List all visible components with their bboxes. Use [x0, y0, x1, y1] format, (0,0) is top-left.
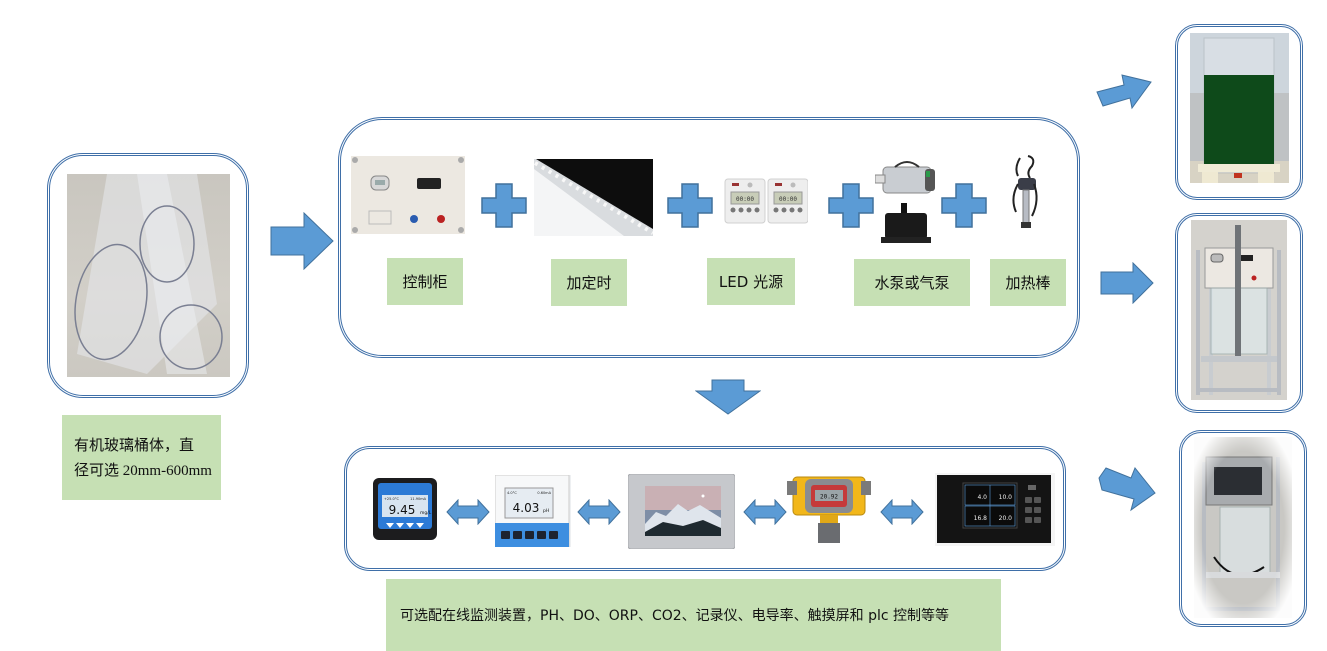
do-sub-left: +25.0°C — [384, 497, 399, 501]
ph-sub-left: 4.0°C — [507, 491, 517, 495]
do-unit: mg/L — [420, 510, 432, 516]
acrylic-tubes-photo — [67, 174, 230, 377]
double-arrow-icon — [577, 499, 621, 525]
reactor-frame-photo — [1191, 220, 1287, 400]
double-arrow-icon — [880, 499, 924, 525]
control-cabinet-photo — [351, 156, 465, 234]
arrow-right-icon — [1100, 262, 1154, 304]
plus-icon — [828, 183, 874, 228]
label-control-cabinet: 控制柜 — [387, 258, 463, 305]
arrow-down-right-icon — [1098, 467, 1156, 512]
label-led-light: LED 光源 — [707, 258, 795, 305]
green-algae-tube-photo — [1190, 33, 1289, 183]
components-frame — [338, 117, 1080, 358]
monitoring-caption: 可选配在线监测装置，PH、DO、ORP、CO2、记录仪、电导率、触摸屏和 plc… — [386, 579, 1001, 651]
double-arrow-icon — [446, 499, 490, 525]
svg-text:00:00: 00:00 — [779, 196, 797, 203]
recorder-value-1: 4.0 — [977, 494, 987, 501]
ph-reading: 4.03 — [513, 501, 540, 515]
do-meter-photo: +25.0°C 11.90mA 9.45 mg/L — [372, 477, 438, 543]
reactor-touchscreen-photo — [1194, 437, 1292, 618]
recorder-value-4: 20.0 — [999, 515, 1013, 522]
label-pump: 水泵或气泵 — [854, 259, 970, 306]
ph-sub-right: 0.60mA — [537, 491, 551, 495]
recorder-value-2: 10.0 — [999, 494, 1013, 501]
gas-reading: 20.92 — [820, 494, 838, 501]
plus-icon — [941, 183, 987, 228]
tube-caption: 有机玻璃桶体，直 径可选 20mm-600mm — [62, 415, 221, 500]
label-timer: 加定时 — [551, 259, 627, 306]
recorder-value-3: 16.8 — [974, 515, 988, 522]
heater-rod-photo — [1006, 154, 1046, 232]
plus-icon — [481, 183, 527, 228]
plus-icon — [667, 183, 713, 228]
arrow-right-icon — [270, 212, 334, 270]
timer-switch-photo: 00:00 00:00 — [724, 178, 808, 224]
ph-unit: pH — [543, 508, 549, 514]
tube-caption-line1: 有机玻璃桶体，直 — [74, 435, 195, 454]
ph-meter-photo: 4.0°C 0.60mA 4.03 pH — [495, 475, 571, 547]
led-strip-photo — [534, 159, 653, 236]
tube-caption-line2: 径可选 20mm-600mm — [74, 462, 212, 479]
do-reading: 9.45 — [389, 503, 416, 517]
arrow-down-icon — [695, 379, 761, 415]
touch-screen-photo — [628, 474, 735, 549]
gas-detector-photo: 20.92 — [787, 471, 871, 546]
arrow-up-right-icon — [1096, 74, 1152, 110]
paperless-recorder-photo: 4.0 10.0 16.8 20.0 — [935, 473, 1055, 546]
label-heater: 加热棒 — [990, 259, 1066, 306]
double-arrow-icon — [743, 499, 787, 525]
do-sub-right: 11.90mA — [410, 497, 426, 501]
pump-photo — [875, 157, 937, 247]
svg-text:00:00: 00:00 — [736, 196, 754, 203]
